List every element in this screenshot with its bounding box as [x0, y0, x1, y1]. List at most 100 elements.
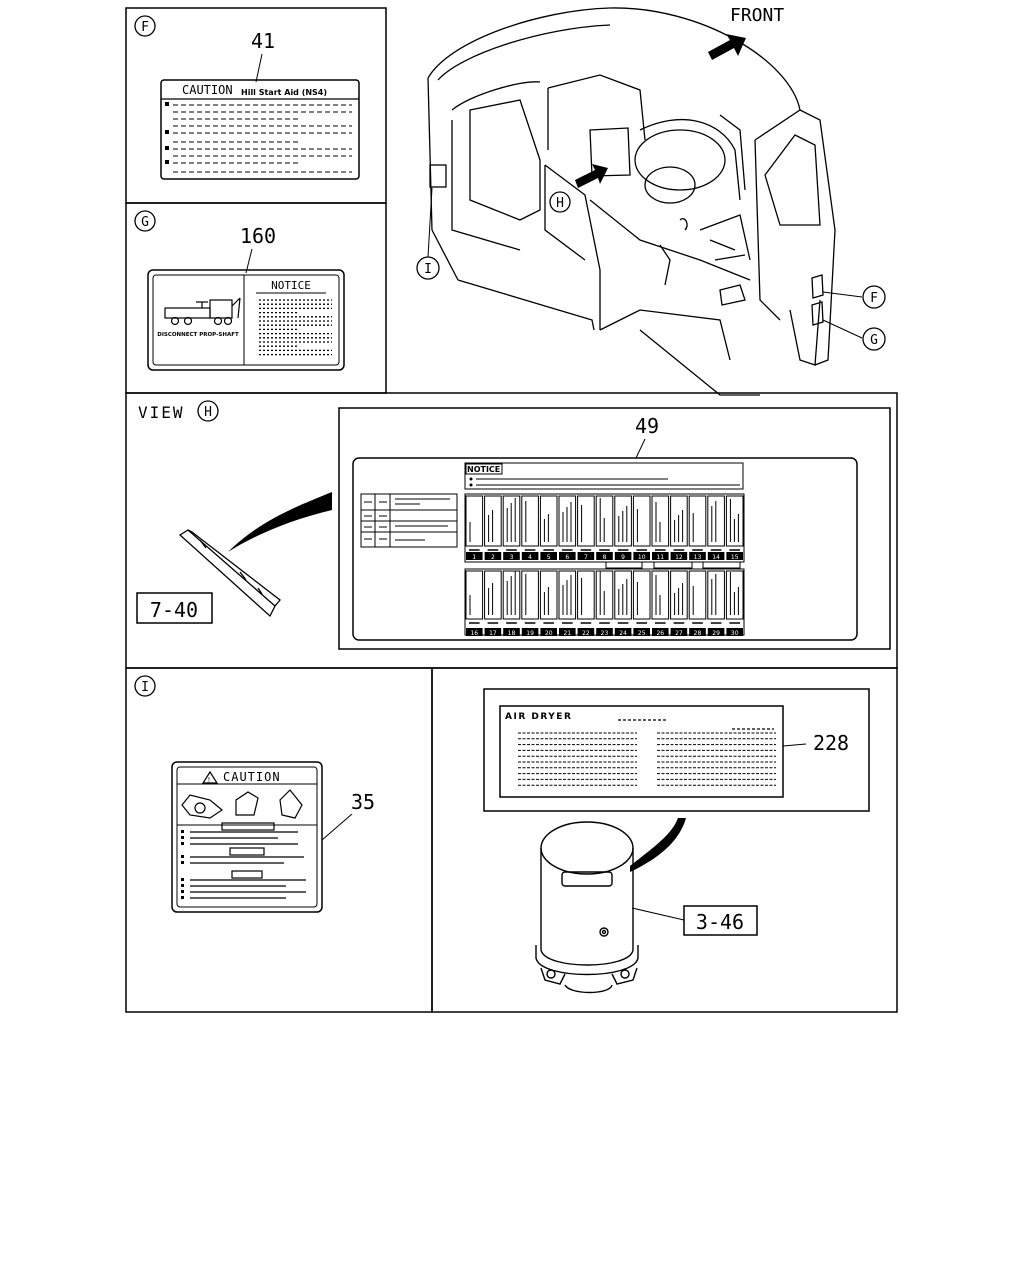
fuse-slot	[521, 570, 539, 620]
notice-49-title: NOTICE	[467, 465, 500, 474]
svg-text:!: !	[207, 776, 211, 784]
fuse-number: 19	[526, 630, 534, 637]
fuse-slot	[558, 495, 577, 547]
callout-g-overview[interactable]: G	[822, 319, 886, 351]
fuse-number: 26	[656, 630, 664, 637]
fuse-number: 9	[621, 554, 625, 561]
part-number-49[interactable]: 49	[635, 414, 659, 438]
fuse-slot	[502, 570, 521, 620]
fuse-number: 1	[472, 554, 476, 561]
hill-start-aid-label	[160, 79, 360, 180]
fuse-number: 17	[489, 630, 497, 637]
panel-air-dryer: AIR DRYER 228 3-46	[483, 688, 870, 994]
fuse-slot	[688, 570, 707, 620]
fuse-number: 16	[470, 630, 478, 637]
panel-f: F 41 CAUTION Hill Start Aid (NS4)	[134, 15, 360, 180]
fuse-number: 18	[508, 630, 516, 637]
fuse-slot	[707, 495, 725, 547]
caution-35-label	[171, 761, 323, 913]
fuse-slot	[688, 495, 707, 547]
fuse-number: 12	[675, 554, 683, 561]
disconnect-prop-shaft-text: DISCONNECT PROP-SHAFT	[157, 332, 239, 338]
tilt-cab-pictogram-icon	[181, 789, 303, 819]
part-number-228[interactable]: 228	[813, 731, 849, 755]
fuse-number: 24	[619, 630, 627, 637]
view-h-arrow-icon	[575, 164, 608, 188]
hill-caution-subtitle: Hill Start Aid (NS4)	[241, 88, 327, 97]
panel-g: G 160 NOTICE DISCONNECT PROP-SHAFT	[134, 210, 345, 371]
fuse-number: 30	[731, 630, 739, 637]
fuse-number: 4	[528, 554, 532, 561]
panel-air-dryer-frame	[431, 667, 898, 1013]
part-number-160[interactable]: 160	[240, 224, 276, 248]
truck-icon	[164, 297, 241, 326]
warning-triangle-icon	[201, 770, 219, 784]
fuse-slot	[539, 495, 558, 547]
fuse-number: 6	[565, 554, 569, 561]
fuse-legend-table	[360, 493, 458, 548]
fuse-label	[352, 457, 858, 641]
svg-text:G: G	[870, 333, 878, 348]
fuse-number: 22	[582, 630, 590, 637]
callout-h[interactable]: H	[549, 191, 571, 213]
fuse-slot	[651, 570, 670, 620]
part-number-35[interactable]: 35	[351, 790, 375, 814]
fuse-number: 27	[675, 630, 683, 637]
fuse-number: 8	[603, 554, 607, 561]
front-arrow-icon	[708, 34, 746, 60]
fuse-slot	[484, 570, 502, 620]
air-dryer-label	[499, 705, 784, 798]
svg-text:F: F	[870, 291, 878, 306]
callout-f-overview[interactable]: F	[822, 285, 886, 309]
air-dryer-title: AIR DRYER	[505, 712, 572, 722]
view-h-callout-label: H	[204, 405, 212, 420]
fuse-slot	[707, 570, 725, 620]
fuse-slot	[595, 570, 614, 620]
fuse-slot	[577, 495, 595, 547]
callout-i-overview[interactable]: I	[416, 187, 440, 280]
hill-caution-title: CAUTION	[182, 83, 233, 97]
part-number-41[interactable]: 41	[251, 29, 275, 53]
fuse-slot	[725, 495, 744, 547]
svg-text:H: H	[556, 196, 564, 211]
fuse-slot	[502, 495, 521, 547]
svg-text:I: I	[424, 262, 432, 277]
fuse-number: 3	[510, 554, 514, 561]
fuse-number: 28	[694, 630, 702, 637]
front-label: FRONT	[730, 5, 784, 26]
view-label: VIEW	[138, 403, 185, 422]
fuse-number: 7	[584, 554, 588, 561]
fuse-slot	[484, 495, 502, 547]
fuse-cover	[178, 529, 281, 618]
fuse-number: 23	[601, 630, 609, 637]
fuse-number: 13	[694, 554, 702, 561]
fuse-slot	[632, 495, 651, 547]
fuse-slot	[670, 495, 688, 547]
fuse-slot	[670, 570, 688, 620]
fuse-slot	[521, 495, 539, 547]
notice-160-title: NOTICE	[271, 279, 311, 292]
fuse-number: 14	[712, 554, 720, 561]
fuse-slot	[595, 495, 614, 547]
fuse-number: 29	[712, 630, 720, 637]
air-dryer-unit	[535, 821, 639, 994]
fuse-slot	[614, 495, 632, 547]
callout-i-label: I	[141, 680, 149, 695]
fuse-slot	[465, 570, 484, 620]
panel-i: I ! CAUTION 35	[134, 675, 375, 913]
part-number-3-46[interactable]: 3-46	[696, 910, 744, 934]
cab-overview	[427, 7, 836, 396]
part-number-7-40[interactable]: 7-40	[150, 598, 198, 622]
callout-f-label: F	[141, 20, 149, 35]
fuse-number: 25	[638, 630, 646, 637]
fuse-number: 10	[638, 554, 646, 561]
fuse-number: 21	[563, 630, 571, 637]
panel-view-h: VIEW H 7-40 49 NOTICE	[136, 400, 891, 650]
caution-35-title: CAUTION	[223, 770, 281, 784]
fuse-slot	[632, 570, 651, 620]
fuse-number: 15	[731, 554, 739, 561]
fuse-slot	[558, 570, 577, 620]
fuse-number: 11	[656, 554, 664, 561]
